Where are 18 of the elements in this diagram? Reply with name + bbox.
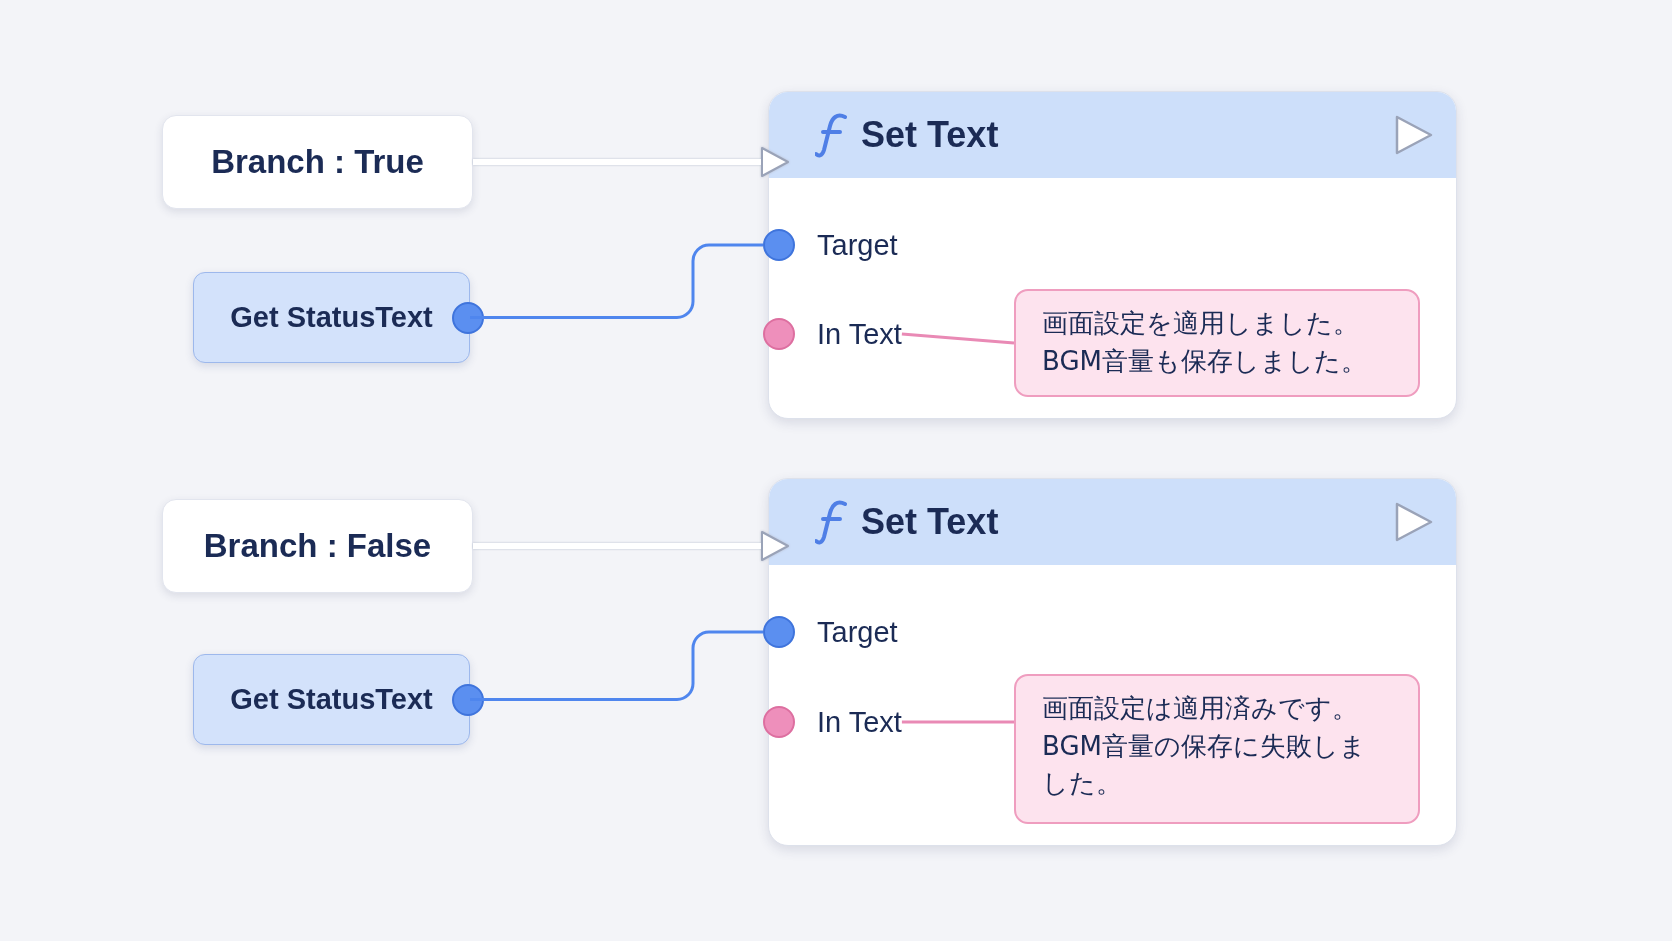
data-wire [470, 630, 763, 701]
pin-label: Target [817, 228, 898, 262]
pin-label: In Text [817, 317, 902, 351]
pin-label: In Text [817, 705, 902, 739]
branch-node: Branch : True [162, 115, 473, 209]
node-title: Set Text [861, 114, 999, 156]
getter-node: Get StatusText [193, 654, 470, 745]
pin-label: Target [817, 615, 898, 649]
node-title: Set Text [861, 501, 999, 543]
exec-wire [473, 147, 789, 177]
getter-node: Get StatusText [193, 272, 470, 363]
data-wire [901, 332, 1015, 345]
data-wire [901, 720, 1014, 724]
data-wire [470, 243, 763, 319]
text-value-box: 画面設定を適用しました。BGM音量も保存しました。 [1014, 289, 1420, 397]
text-value-box: 画面設定は適用済みです。BGM音量の保存に失敗しました。 [1014, 674, 1420, 824]
branch-node: Branch : False [162, 499, 473, 593]
exec-wire [473, 531, 789, 561]
